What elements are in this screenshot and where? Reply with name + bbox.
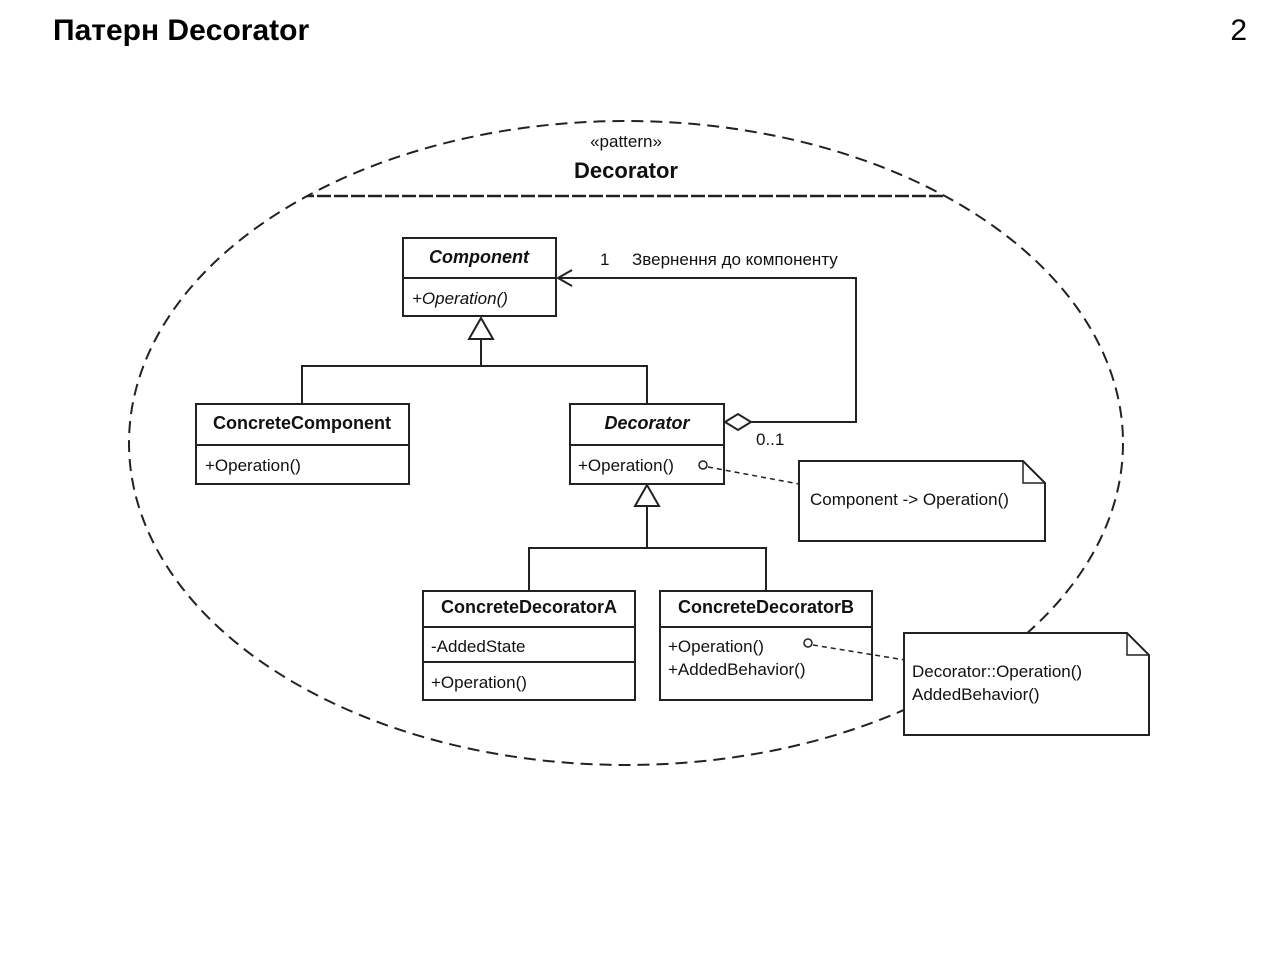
note-decorator-text: Component -> Operation() xyxy=(810,490,1009,509)
note-concrete-b-line-2: AddedBehavior() xyxy=(912,685,1040,704)
class-concrete-decorator-a-operation: +Operation() xyxy=(431,673,527,692)
aggregation-decorator-component: 1 Звернення до компоненту 0..1 xyxy=(555,250,857,449)
class-concrete-decorator-b: ConcreteDecoratorB +Operation() +AddedBe… xyxy=(659,590,873,701)
inheritance-arrow-icon xyxy=(633,482,661,507)
note-concrete-decorator-b: Decorator::Operation() AddedBehavior() xyxy=(812,632,1150,736)
pattern-stereotype: «pattern» xyxy=(590,132,662,151)
generalization-to-component xyxy=(301,315,648,404)
association-multiplicity-source: 0..1 xyxy=(756,430,784,449)
class-component: Component +Operation() xyxy=(402,237,557,317)
class-decorator-name: Decorator xyxy=(604,413,690,433)
class-concrete-decorator-a: ConcreteDecoratorA -AddedState +Operatio… xyxy=(422,590,636,701)
pattern-ellipse xyxy=(128,120,1124,766)
note-concrete-b-line-1: Decorator::Operation() xyxy=(912,662,1082,681)
class-concrete-component-operation: +Operation() xyxy=(205,456,301,475)
association-label: Звернення до компоненту xyxy=(632,250,838,269)
class-concrete-component: ConcreteComponent +Operation() xyxy=(195,403,410,485)
association-multiplicity-target: 1 xyxy=(600,250,609,269)
open-arrowhead-icon xyxy=(555,269,573,287)
class-concrete-decorator-a-name: ConcreteDecoratorA xyxy=(441,597,617,617)
note-decorator-operation: Component -> Operation() xyxy=(707,460,1046,542)
class-decorator-operation: +Operation() xyxy=(578,456,674,475)
class-concrete-decorator-b-operation-1: +Operation() xyxy=(668,637,764,656)
concrete-b-note-anchor-icon xyxy=(803,638,813,648)
class-concrete-decorator-a-attribute: -AddedState xyxy=(431,637,526,656)
pattern-name: Decorator xyxy=(574,158,678,183)
inheritance-arrow-icon xyxy=(467,315,495,340)
generalization-to-decorator xyxy=(528,482,767,591)
class-component-operation: +Operation() xyxy=(412,289,508,308)
class-concrete-decorator-b-operation-2: +AddedBehavior() xyxy=(668,660,806,679)
aggregation-diamond-icon xyxy=(723,412,753,432)
class-decorator: Decorator +Operation() xyxy=(569,403,725,485)
class-concrete-decorator-b-name: ConcreteDecoratorB xyxy=(678,597,854,617)
class-concrete-component-name: ConcreteComponent xyxy=(213,413,391,433)
slide-number: 2 xyxy=(1230,14,1247,47)
class-component-name: Component xyxy=(429,247,530,267)
decorator-note-anchor-icon xyxy=(698,460,708,470)
slide-title: Патерн Decorator xyxy=(53,14,310,47)
